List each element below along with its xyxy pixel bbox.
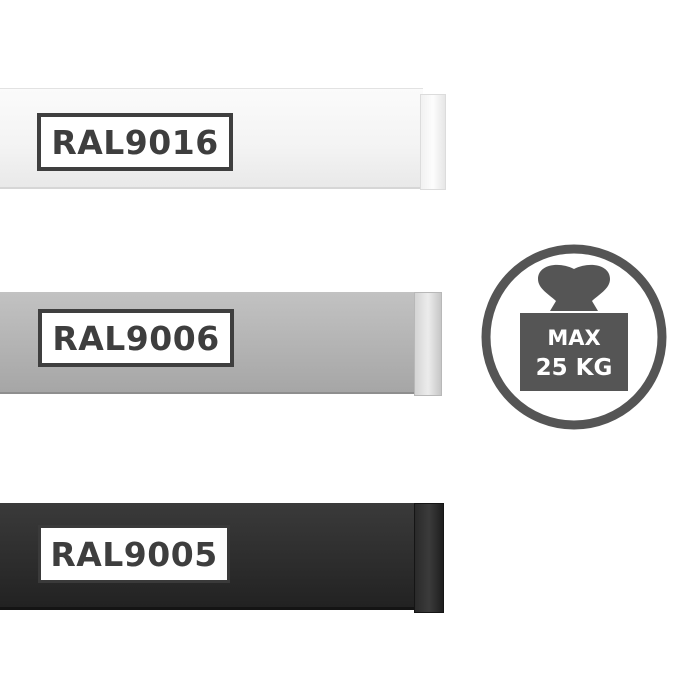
- badge-line2: 25 KG: [536, 355, 613, 381]
- color-code-label: RAL9006: [38, 309, 234, 367]
- weight-icon: [520, 264, 628, 391]
- rail-end-cap: [420, 94, 446, 190]
- rail-end-cap: [414, 503, 444, 613]
- rail-end-cap: [414, 292, 442, 396]
- color-code-label: RAL9016: [37, 113, 233, 171]
- color-code-label: RAL9005: [38, 525, 230, 583]
- badge-line1: MAX: [547, 326, 600, 350]
- max-load-badge: MAX 25 KG: [481, 244, 667, 430]
